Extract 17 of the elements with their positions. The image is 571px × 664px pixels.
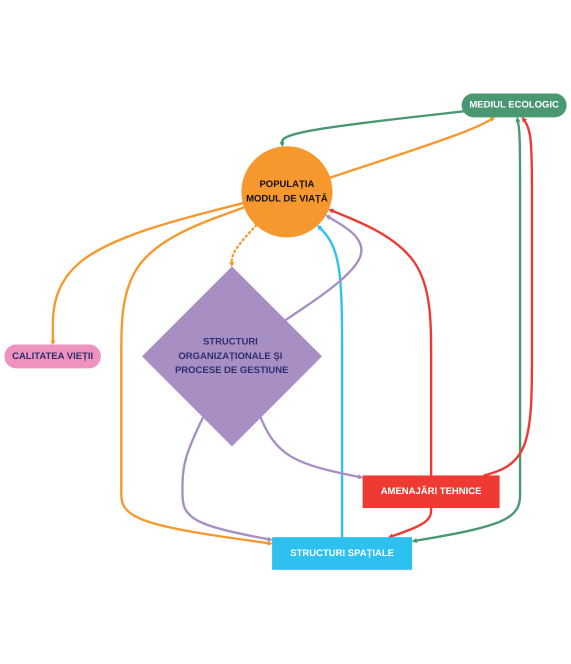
- arrow: [412, 117, 522, 544]
- arrow: [284, 215, 363, 322]
- arrow: [181, 417, 273, 542]
- node-diamond: STRUCTURI ORGANIZAȚIONALE ŞI PROCESE DE GESTIUNE: [142, 266, 322, 447]
- node-box: STRUCTURI SPAȚIALE: [272, 538, 412, 570]
- arrow: [317, 225, 344, 538]
- arrow: [279, 110, 464, 148]
- node-box: AMENAJĂRI TEHNICE: [362, 476, 500, 508]
- arrow: [120, 206, 273, 546]
- arrow: [229, 224, 258, 268]
- arrow: [388, 508, 432, 539]
- arrow: [328, 209, 432, 476]
- arrow: [50, 202, 244, 346]
- arrow: [259, 417, 364, 480]
- node-circle: POPULAȚIA MODUL DE VIAȚĂ: [241, 146, 332, 238]
- arrow: [483, 117, 534, 478]
- arrow: [330, 117, 496, 180]
